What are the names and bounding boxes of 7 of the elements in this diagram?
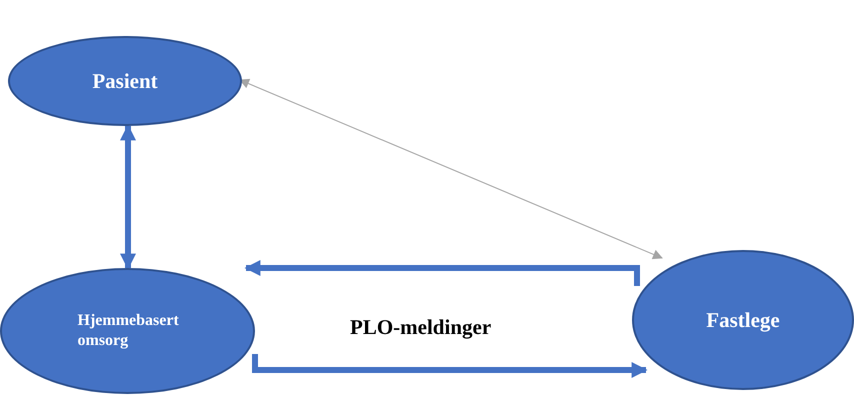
arrow [120, 124, 136, 270]
arrow [252, 354, 648, 378]
node-label: Pasient [91, 68, 159, 94]
arrow [244, 260, 640, 286]
text-label: PLO-meldinger [350, 314, 492, 341]
node-label: Hjemmebasert omsorg [76, 311, 180, 351]
node-label: Fastlege [705, 306, 781, 334]
